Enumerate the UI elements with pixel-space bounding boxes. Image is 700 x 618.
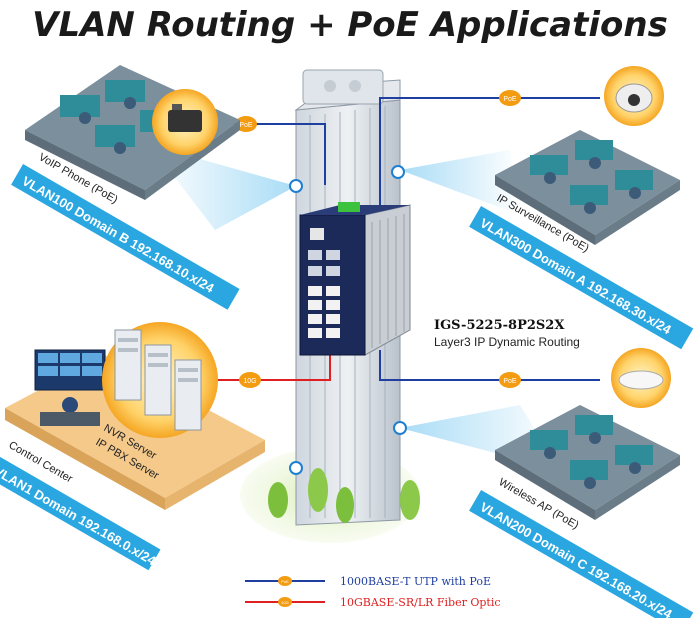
link-ap — [379, 350, 600, 381]
svg-text:PoE: PoE — [503, 96, 517, 103]
legend-label-fiber: 10GBASE-SR/LR Fiber Optic — [340, 596, 501, 609]
connector-surveillance — [391, 165, 405, 179]
zone-wireless — [495, 348, 680, 520]
device-model: IGS-5225-8P2S2X — [434, 318, 565, 333]
camera-icon — [628, 94, 640, 106]
badge-poe-ap: PoE — [499, 372, 521, 388]
zone-voip — [25, 65, 240, 200]
svg-text:PoE: PoE — [239, 122, 253, 129]
beam-surveillance — [400, 150, 520, 215]
switch-device — [299, 202, 411, 356]
diagram-title: VLAN Routing + PoE Applications — [32, 5, 668, 45]
badge-poe-camera: PoE — [499, 90, 521, 106]
connector-control — [289, 461, 303, 475]
device-description: Layer3 IP Dynamic Routing — [434, 335, 580, 349]
legend-item-fiber: 10G 10GBASE-SR/LR Fiber Optic — [245, 596, 501, 609]
legend-label-utp: 1000BASE-T UTP with PoE — [340, 575, 491, 588]
badge-poe-voip: PoE — [235, 116, 257, 132]
access-point-icon — [618, 370, 664, 390]
trees — [268, 468, 420, 523]
legend-item-utp: PoE 1000BASE-T UTP with PoE — [245, 575, 491, 588]
svg-text:10G: 10G — [243, 378, 256, 385]
phone-icon — [168, 110, 202, 132]
svg-text:PoE: PoE — [281, 579, 289, 584]
vlan200-label: VLAN200 Domain C 192.168.20.x/24 — [478, 499, 676, 618]
zone-surveillance — [495, 66, 680, 245]
svg-text:10G: 10G — [281, 600, 289, 605]
legend: PoE 1000BASE-T UTP with PoE 10G 10GBASE-… — [245, 575, 501, 609]
connector-wireless — [393, 421, 407, 435]
svg-text:PoE: PoE — [503, 378, 517, 385]
zone-control-center — [5, 322, 265, 510]
connector-voip — [289, 179, 303, 193]
link-camera — [379, 97, 600, 215]
badge-10g-fiber: 10G — [239, 372, 261, 388]
